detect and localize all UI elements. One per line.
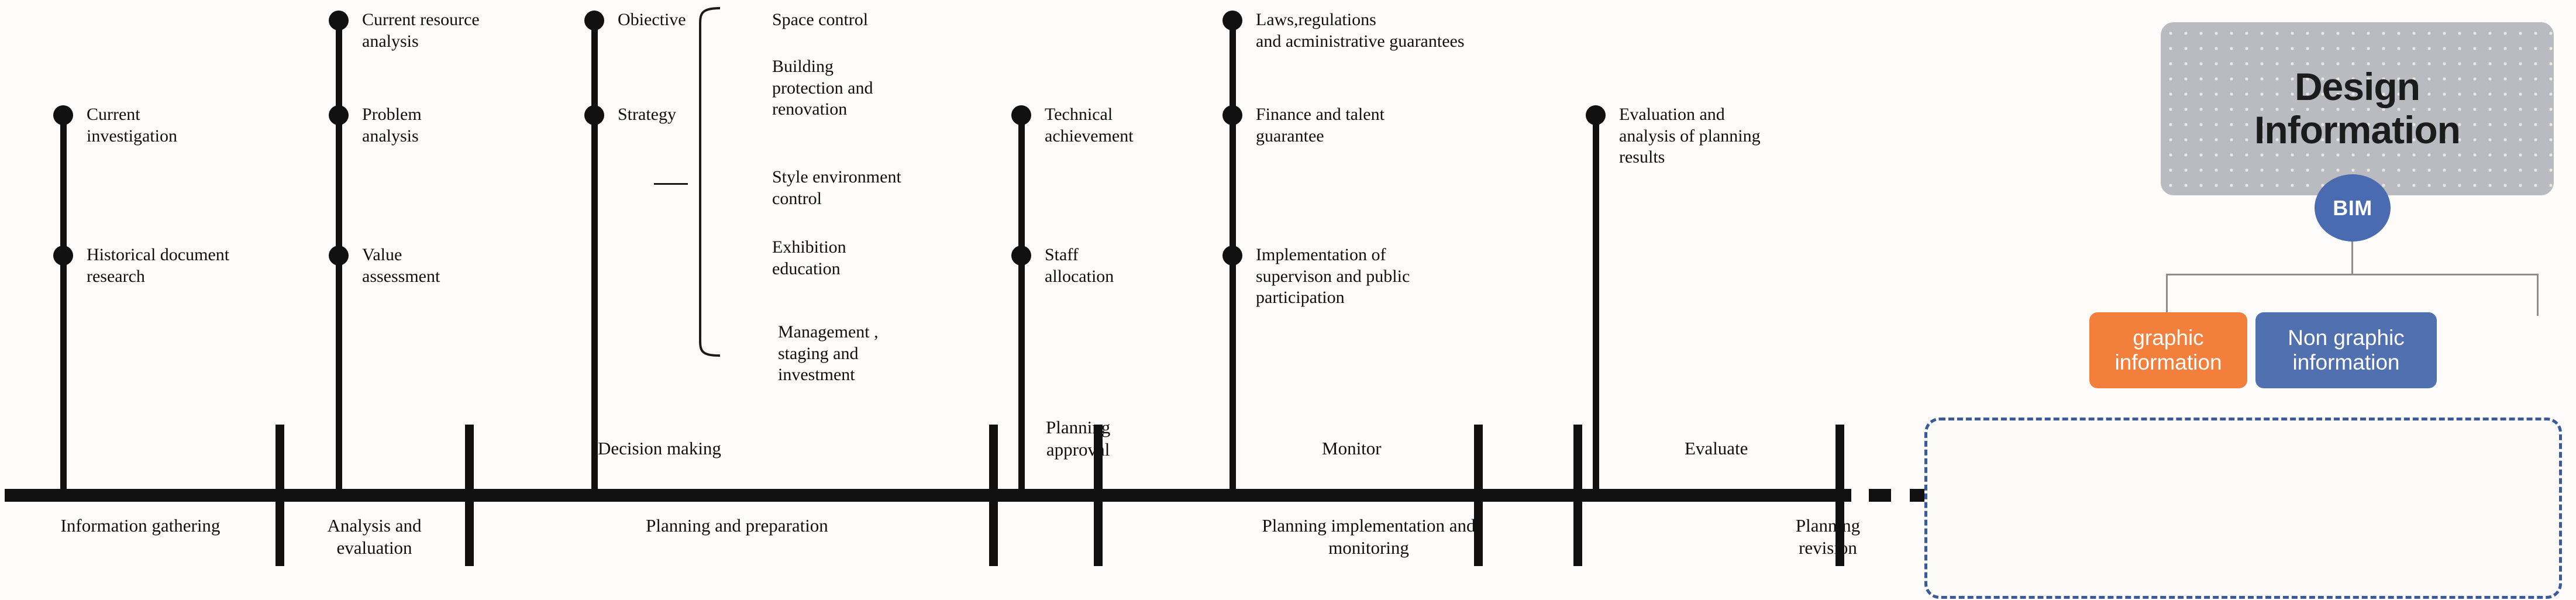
bim-connector-vertical [2351, 239, 2353, 275]
phase-label-planning-implementation: Planning implementation and monitoring [1262, 515, 1476, 558]
strategy-item-style-environment: Style environment control [772, 167, 901, 208]
strategy-item-exhibition-education: Exhibition education [772, 237, 846, 278]
graphic-information-box[interactable]: graphic information [2089, 312, 2247, 388]
milestone-label-historical-document: Historical document research [87, 245, 230, 286]
milestone-label-problem-analysis: Problem analysis [362, 105, 422, 146]
phase-divider-6 [1573, 425, 1582, 566]
milestone-label-objective: Obiective [618, 10, 686, 29]
milestone-stem-staff-allocation [1018, 255, 1025, 496]
milestone-dot-implementation-supervision[interactable] [1222, 246, 1242, 265]
milestone-label-current-investigation: Current investigation [87, 105, 177, 146]
milestone-dot-staff-allocation[interactable] [1011, 246, 1031, 265]
bim-node[interactable]: BIM [2315, 174, 2391, 242]
milestone-label-evaluation-analysis: Evaluation and analysis of planning resu… [1619, 105, 1761, 167]
axis-label-monitor: Monitor [1322, 438, 1382, 458]
axis-label-planning-approval: Planning approval [1046, 417, 1111, 460]
axis-label-decision-making: Decision making [598, 438, 721, 458]
milestone-stem-evaluation-analysis [1593, 115, 1599, 496]
bim-connector-drop-left [2166, 274, 2168, 316]
design-information-title: Design Information [2254, 65, 2461, 151]
milestone-label-technical-achievement: Technical achievement [1045, 105, 1134, 146]
milestone-dot-current-resource[interactable] [329, 11, 349, 30]
phase-divider-4 [1094, 425, 1103, 566]
non-graphic-information-box[interactable]: Non graphic information [2255, 312, 2437, 388]
phase-label-planning-revision: Planning revision [1795, 515, 1861, 558]
milestone-dot-strategy[interactable] [584, 105, 604, 125]
axis-label-evaluate: Evaluate [1685, 438, 1748, 458]
milestone-stem-implementation-supervision [1230, 255, 1236, 496]
examples-dashed-panel [1924, 418, 2562, 599]
phase-divider-5 [1474, 425, 1483, 566]
milestone-dot-finance-talent[interactable] [1222, 105, 1242, 125]
milestone-label-implementation-supervision: Implementation of supervison and public … [1256, 245, 1410, 308]
design-information-box: Design Information [2161, 22, 2554, 195]
milestone-label-strategy: Strategy [618, 105, 676, 124]
milestone-label-finance-talent: Finance and talent guarantee [1256, 105, 1385, 146]
strategy-brace-connector [654, 183, 688, 185]
strategy-item-space-control: Space control [772, 10, 869, 29]
milestone-label-value-assessment: Value assessment [362, 245, 440, 286]
phase-label-analysis-evaluation: Analysis and evaluation [327, 515, 422, 558]
milestone-stem-historical-document [60, 255, 67, 496]
non-graphic-information-label: Non graphic information [2288, 325, 2405, 374]
strategy-item-building-protection: Building protection and renovation [772, 57, 873, 119]
phase-divider-1 [275, 425, 284, 566]
phase-label-planning-preparation: Planning and preparation [646, 515, 828, 536]
phase-divider-3 [989, 425, 998, 566]
milestone-dot-historical-document[interactable] [53, 246, 73, 265]
milestone-stem-strategy [591, 115, 598, 496]
milestone-dot-current-investigation[interactable] [53, 105, 73, 125]
phase-divider-7 [1835, 425, 1844, 566]
bim-connector-bus [2166, 274, 2539, 275]
milestone-label-staff-allocation: Staff allocation [1045, 245, 1114, 286]
milestone-dot-value-assessment[interactable] [329, 246, 349, 265]
milestone-label-laws-regulations: Laws,regulations and acministrative guar… [1256, 10, 1465, 51]
strategy-brace-icon [698, 7, 721, 357]
timeline-axis-dash-1 [1869, 489, 1891, 502]
strategy-item-management-staging: Management , staging and investment [778, 322, 879, 385]
milestone-dot-technical-achievement[interactable] [1011, 105, 1031, 125]
bim-connector-drop-right [2537, 274, 2539, 316]
graphic-information-label: graphic information [2114, 325, 2222, 374]
bim-node-label: BIM [2333, 195, 2372, 220]
milestone-dot-laws-regulations[interactable] [1222, 11, 1242, 30]
milestone-dot-problem-analysis[interactable] [329, 105, 349, 125]
milestone-label-current-resource: Current resource analysis [362, 10, 480, 51]
phase-label-information-gathering: Information gathering [60, 515, 221, 536]
milestone-stem-value-assessment [336, 255, 342, 496]
milestone-dot-evaluation-analysis[interactable] [1586, 105, 1606, 125]
milestone-dot-objective[interactable] [584, 11, 604, 30]
phase-divider-2 [465, 425, 474, 566]
